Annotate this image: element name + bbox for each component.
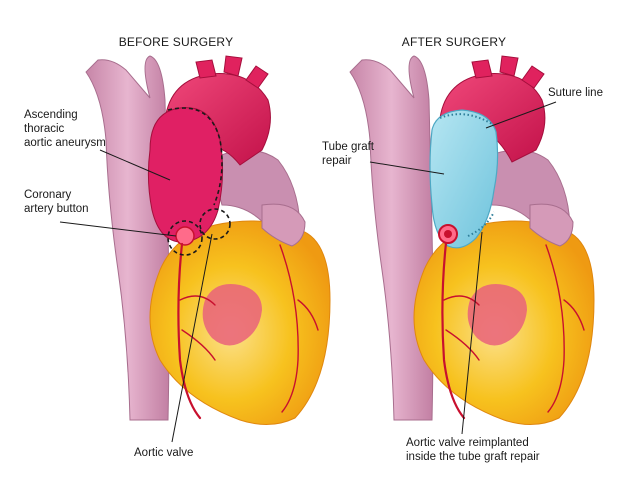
- before-title: BEFORE SURGERY: [119, 35, 234, 49]
- reimplanted-coronary-button-core: [444, 230, 452, 238]
- suture-line-label: Suture line: [548, 87, 603, 99]
- valve-reimplanted-label-line2: inside the tube graft repair: [406, 451, 540, 463]
- tube-graft-label-line1: Tube graft: [322, 141, 375, 153]
- tube-graft-label: Tube graft repair: [322, 141, 377, 167]
- after-surgery-heart: [350, 56, 594, 425]
- aneurysm-label-line1: Ascending: [24, 109, 78, 121]
- aneurysm-label-line2: thoracic: [24, 123, 65, 135]
- coronary-button-label-line1: Coronary: [24, 189, 72, 201]
- vena-cava: [350, 56, 433, 420]
- vena-cava: [86, 56, 169, 420]
- aneurysm-label: Ascending thoracic aortic aneurysm: [24, 109, 106, 149]
- before-surgery-heart: [86, 56, 330, 425]
- aneurysm: [148, 108, 222, 243]
- valve-reimplanted-label: Aortic valve reimplanted inside the tube…: [406, 437, 540, 463]
- coronary-button-label-line2: artery button: [24, 203, 89, 215]
- valve-reimplanted-label-line1: Aortic valve reimplanted: [406, 437, 529, 449]
- tube-graft-label-line2: repair: [322, 155, 352, 167]
- coronary-button: [176, 227, 194, 245]
- coronary-button-label: Coronary artery button: [24, 189, 89, 215]
- after-title: AFTER SURGERY: [402, 35, 506, 49]
- aneurysm-label-line3: aortic aneurysm: [24, 137, 106, 149]
- aortic-valve-label: Aortic valve: [134, 447, 193, 459]
